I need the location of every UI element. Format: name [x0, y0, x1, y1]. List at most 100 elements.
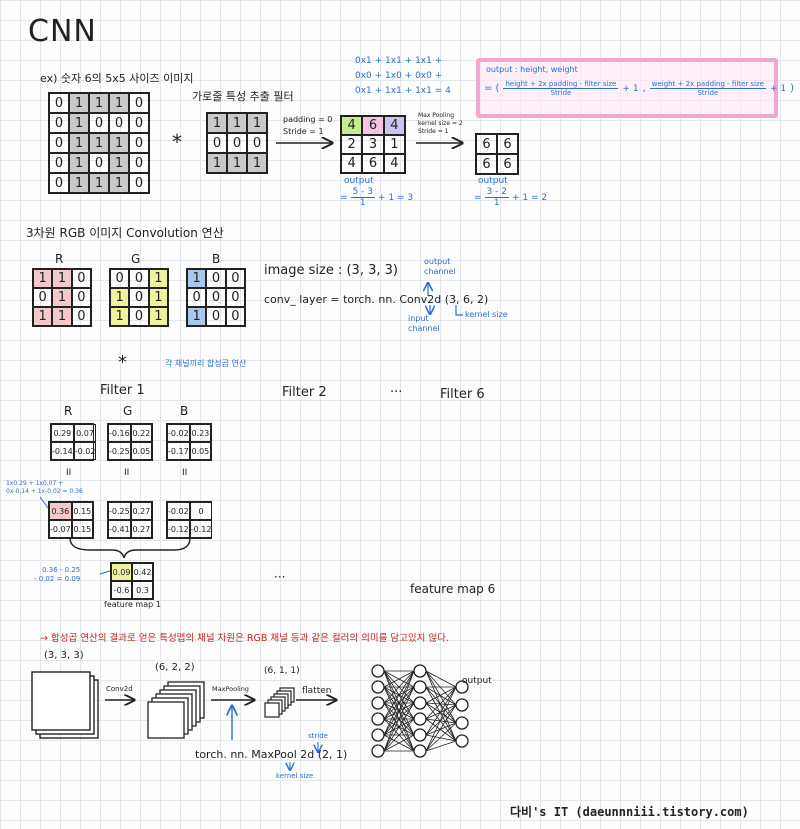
grid-cell: 1 [148, 269, 168, 288]
nn-edge [383, 670, 415, 704]
grid-cell: 1 [187, 269, 207, 288]
grid-cell: 0 [129, 133, 149, 153]
filter-label: 가로줄 특성 추출 필터 [192, 90, 294, 103]
cube-6-2-2 [147, 681, 205, 739]
grid-cell: 6 [497, 134, 518, 154]
rgb-star: * [118, 352, 127, 373]
stride-label: stride [308, 732, 328, 740]
grid-cell: 0.3 [132, 581, 153, 599]
nn-edge [383, 670, 415, 688]
grid-cell: 1 [52, 288, 72, 307]
sum-note: 0.36 - 0.25 - 0.02 = 0.09 [34, 566, 80, 584]
formula-plus-weight: + 1 [770, 83, 787, 94]
grid-cell: 0.15 [71, 502, 93, 520]
grid-cell: 1 [52, 269, 72, 288]
grid-cell: -0.25 [108, 442, 131, 460]
ex-label: ex) 숫자 6의 5x5 사이즈 이미지 [40, 72, 194, 85]
nn-edge [383, 702, 415, 752]
grid-cell: 1 [383, 135, 405, 154]
grid-cell: 1 [69, 93, 89, 113]
grid-cell: -0.16 [108, 424, 131, 442]
input-channel-label: input channel [408, 314, 440, 333]
nn-edge [425, 722, 457, 752]
nn-node [413, 744, 427, 758]
grid-cell: 0.42 [132, 563, 153, 581]
formula-den-weight: Stride [697, 89, 719, 97]
conv-params: padding = 0 Stride = 1 [283, 114, 332, 138]
stride-param: Stride = 1 [283, 127, 324, 136]
sum-note-line-1: 0.36 - 0.25 [42, 566, 81, 574]
grid-cell: 4 [383, 154, 405, 173]
grid-cell: 1 [109, 133, 129, 153]
filter-2-title: Filter 2 [282, 385, 327, 400]
output-channel-label: output channel [424, 257, 456, 276]
pool-output-label: output [478, 176, 508, 186]
calc-lines: 0x1 + 1x1 + 1x1 + 0x0 + 1x0 + 0x0 + 0x1 … [355, 54, 451, 99]
nn-edge [383, 670, 415, 720]
shape-3-3-3: (3, 3, 3) [44, 650, 84, 661]
grid-cell: 0 [206, 269, 226, 288]
calc-note: 1x0.29 + 1x0.07 + 0x-0.14 + 1x-0.02 = 0.… [6, 480, 83, 496]
grid-cell: 0 [89, 153, 109, 173]
nn-node [413, 728, 427, 742]
grid-cell: 0 [109, 113, 129, 133]
grid-cell: 0 [49, 113, 69, 133]
grid-cell: 1 [69, 113, 89, 133]
nn-edge [425, 704, 457, 736]
grid-cell: 0.23 [189, 424, 211, 442]
grid-cell: 0 [71, 307, 91, 326]
grid-cell: 0 [49, 133, 69, 153]
pool-params: Max Pooling kernel size = 2 Stride = 1 [418, 112, 463, 136]
grid-cell: 0 [129, 173, 149, 193]
grid-cell: 1 [69, 133, 89, 153]
grid-cell: 0 [129, 113, 149, 133]
nn-edge [383, 686, 415, 752]
feature-map-1-label: feature map 1 [104, 600, 161, 609]
maxpool-kernel-label: kernel size [276, 772, 314, 780]
grid-cell: 1 [52, 307, 72, 326]
flatten-label: flatten [302, 686, 332, 696]
rgb-heading: 3차원 RGB 이미지 Convolution 연산 [26, 226, 224, 240]
nn-node [413, 664, 427, 678]
grid-cell: 0.27 [130, 520, 152, 538]
grid-cell: 6 [362, 116, 384, 135]
grid-cell: 0 [49, 153, 69, 173]
grid-cell: 0 [187, 288, 207, 307]
grid-cell: 6 [476, 134, 497, 154]
grid-cell: 4 [341, 154, 363, 173]
grid-cell: 2 [341, 135, 363, 154]
grid-cell: 1 [89, 173, 109, 193]
nn-node [371, 680, 385, 694]
grid-cell: -0.12 [167, 520, 190, 538]
equals-b: II [182, 468, 188, 478]
grid-cell: 1 [89, 133, 109, 153]
nn-edge [425, 704, 457, 752]
nn-edge [425, 718, 457, 724]
maxpooling-label: MaxPooling [212, 685, 249, 693]
grid-cell: -0.02 [167, 424, 190, 442]
conv-formula-den: 1 [359, 198, 366, 208]
conv-formula-prefix: = [340, 192, 348, 203]
conv-layer-code: conv_ layer = torch. nn. Conv2d (3, 6, 2… [264, 293, 489, 306]
nn-node [371, 744, 385, 758]
nn-edge [425, 704, 457, 720]
conv-formula-suffix: + 1 = 3 [377, 192, 414, 203]
calc-pointer [39, 496, 49, 509]
nn-edge [425, 670, 457, 706]
nn-edge [425, 686, 457, 706]
grid-cell: 0 [129, 307, 149, 326]
shape-6-2-2: (6, 2, 2) [155, 662, 195, 673]
neural-network [371, 664, 469, 758]
nn-edge [425, 702, 457, 724]
grid-cell: 1 [109, 173, 129, 193]
nn-node [413, 712, 427, 726]
calc-line-3: 0x1 + 1x1 + 1x1 = 4 [355, 86, 451, 96]
pool-formula-den: 1 [493, 198, 500, 208]
kernel-size-arrow [455, 305, 463, 316]
grid-cell: 0 [189, 502, 213, 520]
